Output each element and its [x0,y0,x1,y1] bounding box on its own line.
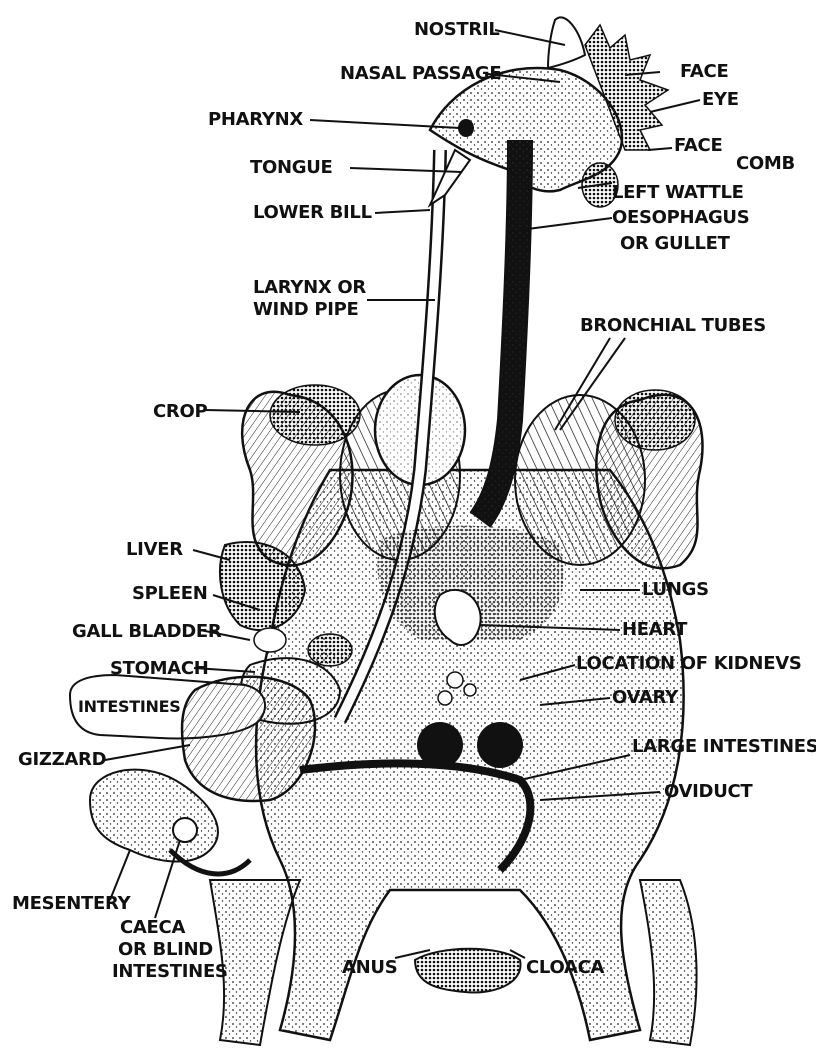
label-lower-bill: LOWER BILL [253,203,372,223]
label-intestines: INTESTINES [78,697,180,716]
label-caeca-line1: CAECA [120,918,185,938]
label-gizzard: GIZZARD [18,750,106,770]
label-crop: CROP [153,402,207,422]
label-gall-bladder: GALL BLADDER [72,622,221,642]
label-lungs: LUNGS [642,580,709,600]
gizzard-organ [182,677,315,801]
cloaca-organ [415,949,520,993]
label-caeca-line2: OR BLIND [118,940,213,960]
label-nasal-passage: NASAL PASSAGE [340,64,501,84]
label-oviduct: OVIDUCT [664,782,752,802]
label-ovary: OVARY [612,688,678,708]
label-face-lower: FACE [674,136,722,156]
spleen-organ [308,634,352,666]
right-leg [640,880,697,1045]
label-bronchial-tubes: BRONCHIAL TUBES [580,316,766,336]
label-spleen: SPLEEN [132,584,207,604]
label-tongue: TONGUE [250,158,333,178]
label-pharynx: PHARYNX [208,110,303,130]
label-oesophagus-line2: OR GULLET [620,234,730,254]
label-comb: COMB [736,154,795,174]
label-larynx-line1: LARYNX OR [253,278,366,298]
label-mesentery: MESENTERY [12,894,130,914]
label-oesophagus-line1: OESOPHAGUS [612,208,749,228]
label-stomach: STOMACH [110,659,209,679]
label-caeca-line3: INTESTINES [112,962,228,982]
label-left-wattle: LEFT WATTLE [612,183,744,203]
label-liver: LIVER [126,540,183,560]
label-nostril: NOSTRIL [414,20,500,40]
label-eye: EYE [702,90,739,110]
label-large-intestines: LARGE INTESTINES [632,737,816,757]
label-cloaca: CLOACA [526,958,604,978]
gall-bladder-organ [254,628,286,652]
label-larynx-line2: WIND PIPE [253,300,359,320]
label-location-of-kidneys: LOCATION OF KIDNEVS [576,654,802,674]
label-face-top: FACE [680,62,728,82]
label-anus: ANUS [342,958,397,978]
label-heart: HEART [622,620,687,640]
